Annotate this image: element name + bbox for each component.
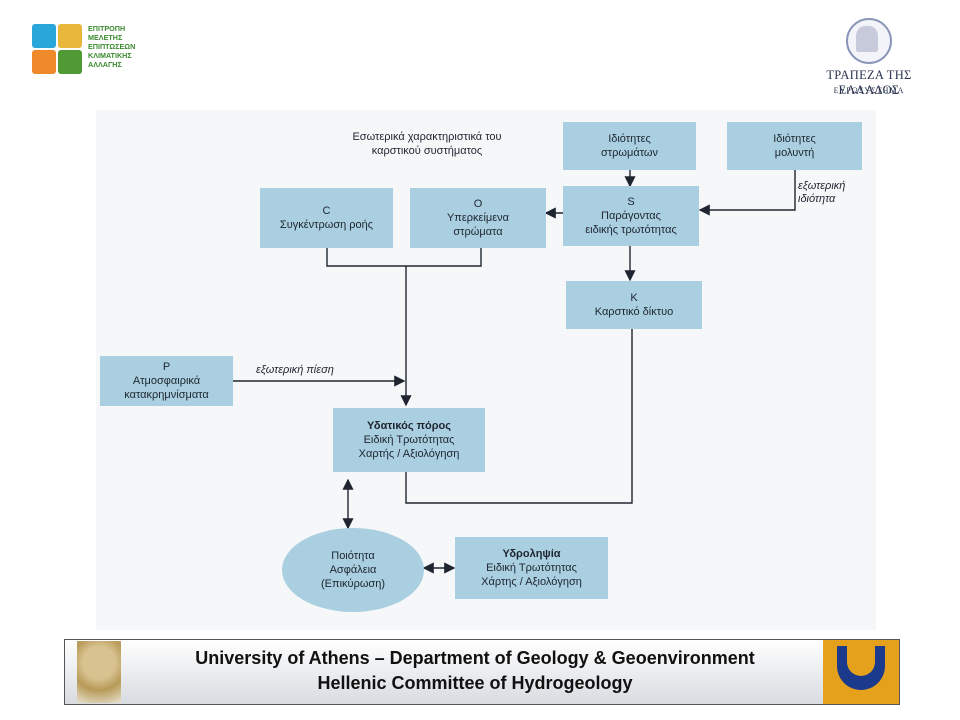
o-box-label2: στρώματα (453, 226, 503, 238)
resource-title: Υδατικός πόρος (367, 420, 451, 432)
abstraction-title: Υδροληψία (502, 548, 561, 560)
external-pressure-label: εξωτερική πίεση (256, 364, 334, 376)
intrinsic-label-line2: καρστικού συστήματος (371, 145, 483, 157)
arrow-contaminant-to-s (698, 170, 796, 216)
external-property-line2: ιδιότητα (798, 193, 836, 205)
external-property-label: εξωτερική ιδιότητα (798, 180, 868, 206)
quality-line3: (Επικύρωση) (321, 578, 385, 590)
bank-name: ΤΡΑΠΕΖΑ ΤΗΣ ΕΛΛΑΔΟΣ (826, 68, 912, 97)
contaminant-props-line2: μολυντή (774, 147, 815, 159)
c-box-letter: C (322, 205, 331, 217)
resource-line3: Χαρτής / Αξιολόγηση (358, 448, 460, 460)
intrinsic-characteristics-label: Εσωτερικά χαρακτηριστικά του καρστικού σ… (322, 130, 532, 158)
s-box-label1: Παράγοντας (601, 210, 661, 222)
c-box-label: Συγκέντρωση ροής (279, 219, 374, 231)
layers-properties-box: Ιδιότητες στρωμάτων (563, 122, 696, 170)
layers-props-line1: Ιδιότητες (608, 133, 651, 145)
p-precipitation-box: P Ατμοσφαιρικά κατακρημνίσματα (100, 356, 233, 406)
k-karst-network-box: K Καρστικό δίκτυο (566, 281, 702, 329)
s-box-letter: S (627, 196, 635, 208)
p-box-letter: P (162, 361, 171, 373)
o-overlying-layers-box: O Υπερκείμενα στρώματα (410, 188, 546, 248)
line-k-to-resource (405, 329, 633, 504)
p-box-label1: Ατμοσφαιρικά (132, 375, 201, 387)
s-specific-vulnerability-box: S Παράγοντας ειδικής τρωτότητας (563, 186, 699, 246)
bank-seal-icon (846, 18, 892, 64)
external-property-line1: εξωτερική (798, 180, 846, 192)
bank-of-greece-logo: ΤΡΑΠΕΖΑ ΤΗΣ ΕΛΛΑΔΟΣ ΕΥΡΩΣΥΣΤΗΜΑ (796, 18, 942, 98)
resource-line2: Ειδική Τρωτότητας (363, 434, 455, 446)
p-box-label2: κατακρημνίσματα (124, 389, 209, 401)
line-c-o-join (326, 248, 482, 267)
s-box-label2: ειδικής τρωτότητας (585, 224, 677, 236)
contaminant-properties-box: Ιδιότητες μολυντή (727, 122, 862, 170)
c-flow-concentration-box: C Συγκέντρωση ροής (260, 188, 393, 248)
footer-university: University of Athens – Department of Geo… (195, 648, 755, 668)
logo-fire-square (32, 50, 56, 74)
quality-line1: Ποιότητα (331, 550, 375, 562)
o-box-letter: O (473, 198, 483, 210)
climate-committee-logo: ΕΠΙΤΡΟΠΗ ΜΕΛΕΤΗΣ ΕΠΙΠΤΩΣΕΩΝ ΚΛΙΜΑΤΙΚΗΣ Α… (32, 24, 142, 80)
athena-statue-image (77, 641, 121, 703)
water-resource-box: Υδατικός πόρος Ειδική Τρωτότητας Χαρτής … (333, 408, 485, 472)
quality-safety-ellipse: Ποιότητα Ασφάλεια (Επικύρωση) (282, 528, 424, 612)
contaminant-props-line1: Ιδιότητες (773, 133, 816, 145)
logo-sun-square (58, 24, 82, 48)
hydrogeology-logo (823, 640, 899, 704)
logo-leaf-square (58, 50, 82, 74)
k-box-label: Καρστικό δίκτυο (594, 306, 674, 318)
abstraction-line3: Χάρτης / Αξιολόγηση (481, 576, 582, 588)
bank-subtitle: ΕΥΡΩΣΥΣΤΗΜΑ (833, 86, 905, 95)
logo-water-square (32, 24, 56, 48)
k-box-letter: K (630, 292, 638, 304)
quality-line2: Ασφάλεια (329, 564, 377, 576)
o-box-label1: Υπερκείμενα (446, 212, 510, 224)
intrinsic-label-line1: Εσωτερικά χαρακτηριστικά του (352, 131, 502, 143)
layers-props-line2: στρωμάτων (601, 147, 658, 159)
footer-committee: Hellenic Committee of Hydrogeology (317, 673, 633, 693)
water-abstraction-box: Υδροληψία Ειδική Τρωτότητας Χάρτης / Αξι… (455, 537, 608, 599)
footer-banner: University of Athens – Department of Geo… (64, 639, 900, 705)
logo-text: ΕΠΙΤΡΟΠΗ ΜΕΛΕΤΗΣ ΕΠΙΠΤΩΣΕΩΝ ΚΛΙΜΑΤΙΚΗΣ Α… (88, 24, 136, 69)
abstraction-line2: Ειδική Τρωτότητας (486, 562, 577, 574)
